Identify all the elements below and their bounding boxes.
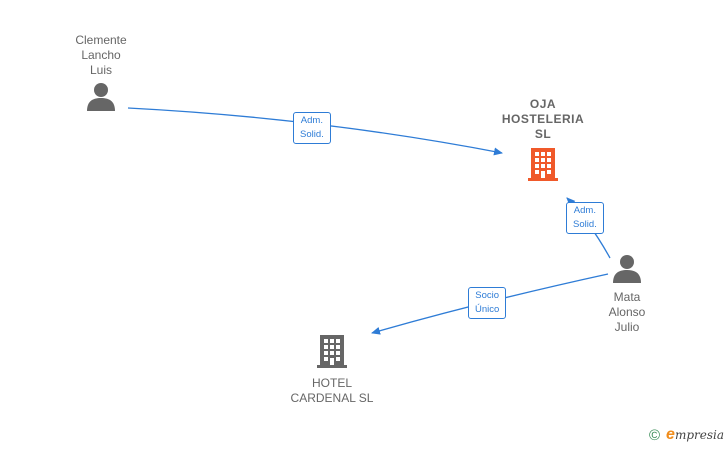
- edge-label-mata-hotel[interactable]: Socio Único: [468, 287, 507, 319]
- node-clemente-lancho-luis[interactable]: Clemente Lancho Luis: [56, 33, 146, 118]
- node-hotel-cardenal-sl[interactable]: HOTEL CARDENAL SL: [280, 333, 384, 406]
- brand-logo-text: mpresia: [674, 428, 724, 442]
- node-label: Clemente Lancho Luis: [75, 33, 127, 77]
- node-label: OJA HOSTELERIA SL: [501, 97, 585, 141]
- copyright-icon: ©: [648, 426, 661, 444]
- edge-label-clemente-oja[interactable]: Adm. Solid.: [293, 112, 331, 144]
- brand-footer: © e mpresia: [649, 426, 724, 444]
- person-icon: [613, 255, 641, 283]
- node-label: HOTEL CARDENAL SL: [290, 376, 374, 405]
- person-icon: [87, 83, 115, 111]
- node-mata-alonso-julio[interactable]: Mata Alonso Julio: [596, 253, 658, 335]
- node-label: Mata Alonso Julio: [608, 290, 646, 334]
- brand-logo-initial: e: [666, 426, 675, 443]
- building-icon: [528, 148, 558, 181]
- building-icon: [317, 335, 347, 368]
- edge-label-mata-oja[interactable]: Adm. Solid.: [566, 202, 604, 234]
- node-oja-hosteleria-sl[interactable]: OJA HOSTELERIA SL: [492, 97, 594, 187]
